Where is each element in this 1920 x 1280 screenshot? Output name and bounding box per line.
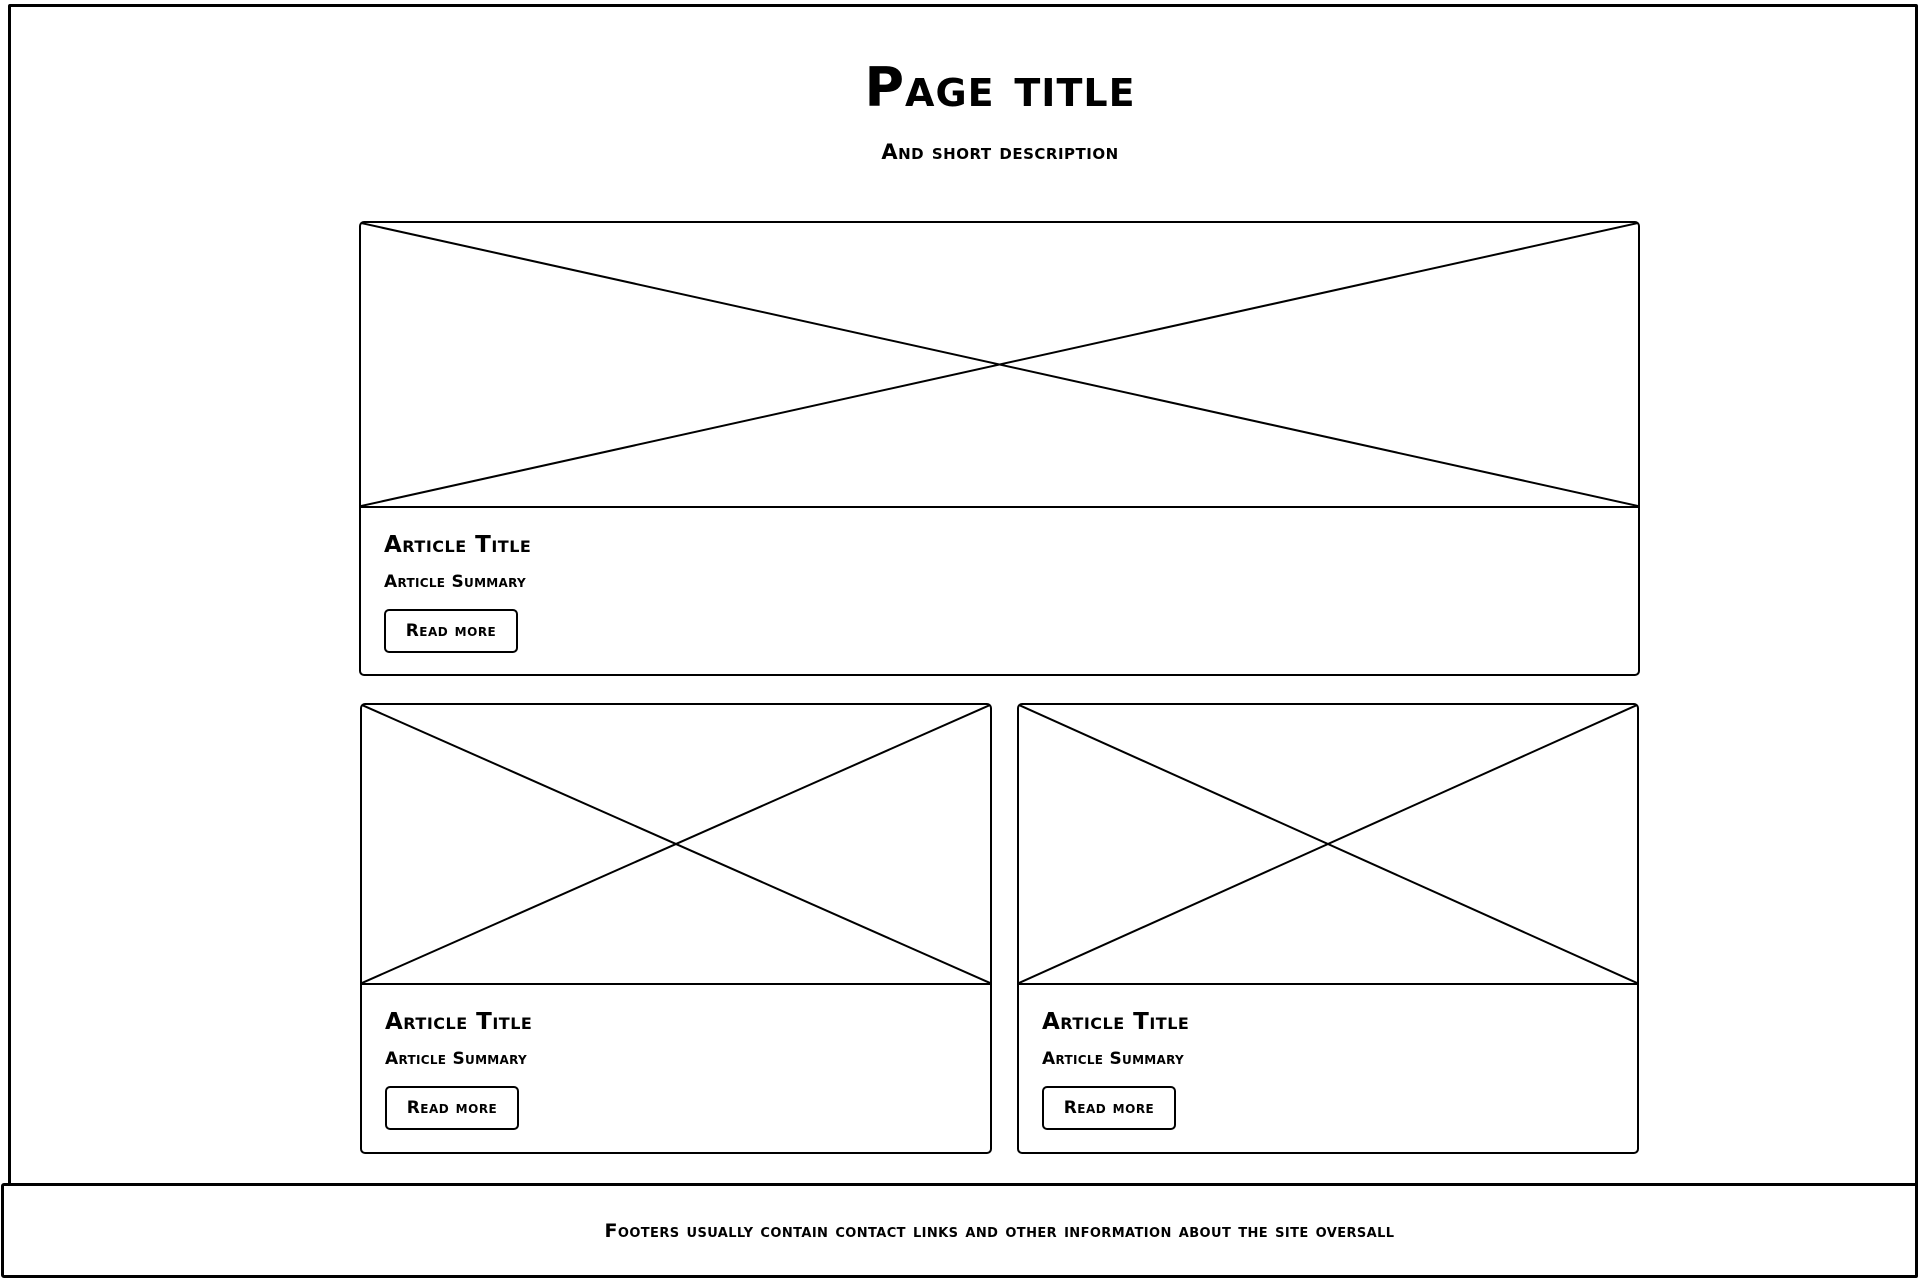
x-cross-icon bbox=[362, 705, 990, 983]
read-more-button[interactable]: Read more bbox=[384, 609, 518, 653]
article-image-placeholder bbox=[1019, 705, 1637, 985]
article-summary: Article Summary bbox=[1042, 1049, 1185, 1069]
page-footer: Footers usually contain contact links an… bbox=[1, 1183, 1918, 1278]
x-cross-icon bbox=[361, 223, 1638, 506]
page-title: Page title bbox=[864, 56, 1136, 119]
article-summary: Article Summary bbox=[384, 572, 527, 592]
article-summary: Article Summary bbox=[385, 1049, 528, 1069]
article-image-placeholder bbox=[362, 705, 990, 985]
x-cross-icon bbox=[1019, 705, 1637, 983]
article-image-placeholder bbox=[361, 223, 1638, 508]
footer-text: Footers usually contain contact links an… bbox=[604, 1219, 1395, 1242]
article-card-body: Article Title Article Summary Read more bbox=[361, 508, 1638, 653]
read-more-button[interactable]: Read more bbox=[1042, 1086, 1176, 1130]
featured-article-card: Article Title Article Summary Read more bbox=[359, 221, 1640, 676]
article-card-left: Article Title Article Summary Read more bbox=[360, 703, 992, 1154]
article-title: Article Title bbox=[1042, 1009, 1190, 1035]
article-card-body: Article Title Article Summary Read more bbox=[362, 985, 990, 1130]
article-card-body: Article Title Article Summary Read more bbox=[1019, 985, 1637, 1130]
read-more-button[interactable]: Read more bbox=[385, 1086, 519, 1130]
article-title: Article Title bbox=[384, 532, 532, 558]
article-card-right: Article Title Article Summary Read more bbox=[1017, 703, 1639, 1154]
page-description: And short description bbox=[881, 140, 1119, 164]
article-title: Article Title bbox=[385, 1009, 533, 1035]
